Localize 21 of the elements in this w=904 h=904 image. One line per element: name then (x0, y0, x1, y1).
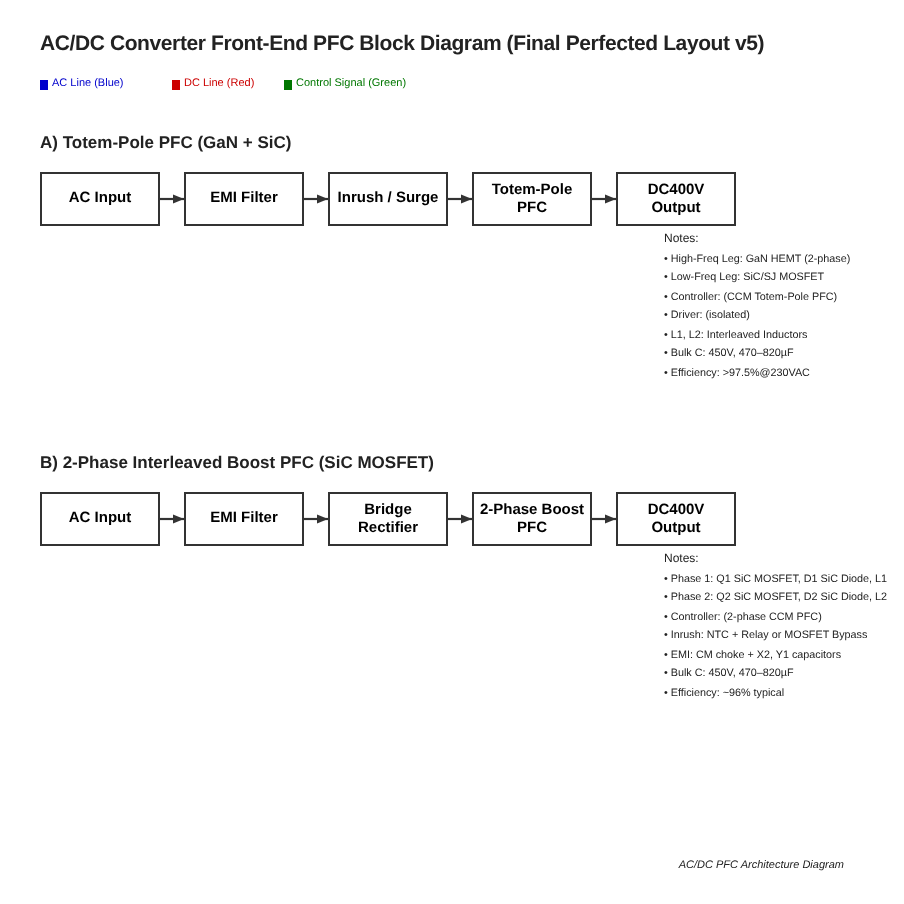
process-box (328, 172, 448, 226)
process-box (40, 172, 160, 226)
process-box (616, 492, 736, 546)
process-box (472, 172, 592, 226)
arrow (448, 514, 472, 524)
arrow (448, 194, 472, 204)
arrow (160, 514, 184, 524)
arrow (304, 514, 328, 524)
arrow (592, 514, 616, 524)
arrow (592, 194, 616, 204)
diagram-title: AC/DC Converter Front-End PFC Block Diagram (Final Perfected Layout v5) (40, 32, 765, 56)
process-box (472, 492, 592, 546)
process-box (184, 172, 304, 226)
process-box (328, 492, 448, 546)
section-heading: B) 2-Phase Interleaved Boost PFC (SiC MOSFET) (40, 452, 434, 472)
arrow (304, 194, 328, 204)
process-box (40, 492, 160, 546)
section-heading: A) Totem-Pole PFC (GaN + SiC) (40, 132, 292, 152)
process-box (184, 492, 304, 546)
arrow (160, 194, 184, 204)
process-box (616, 172, 736, 226)
